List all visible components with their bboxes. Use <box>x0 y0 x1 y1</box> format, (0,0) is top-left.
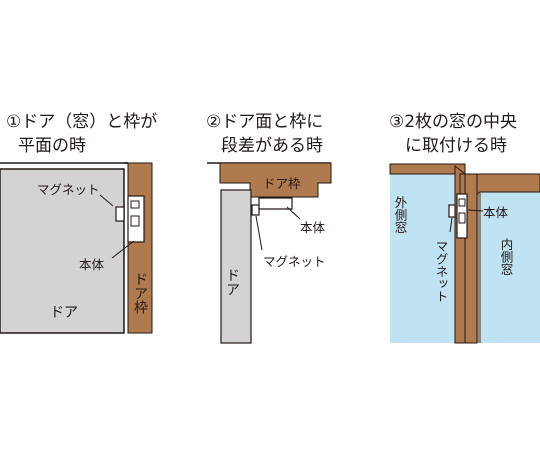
inner-window-glass <box>475 192 540 343</box>
caption-2-line-1: ②ドア面と枠に <box>206 112 323 132</box>
label-body: 本体 <box>79 257 105 272</box>
magnet <box>251 204 260 216</box>
caption-3-line-1: ③2枚の窓の中央 <box>389 112 517 132</box>
door-frame <box>127 162 153 334</box>
label-body: 本体 <box>483 205 509 220</box>
sensor-body <box>258 197 293 210</box>
caption-1-line-1: ①ドア（窓）と枠が <box>6 112 157 132</box>
door-frame <box>219 162 332 198</box>
door-panel <box>220 189 252 344</box>
outer-window-glass <box>390 172 465 343</box>
caption-3-line-2: に取付ける時 <box>405 136 507 156</box>
caption-2-line-2: 段差がある時 <box>221 136 323 156</box>
panel-two-window-mount: ③2枚の窓の中央 に取付ける時 外側窓 本体 マグネット 内側窓 <box>389 112 540 344</box>
label-magnet: マグネット <box>434 240 449 303</box>
sensor-body <box>127 195 145 243</box>
caption-1-line-2: 平面の時 <box>18 136 86 156</box>
sensor-body <box>456 193 468 239</box>
label-frame: ドア枠 <box>263 176 301 191</box>
label-outer-window: 外側窓 <box>393 196 408 234</box>
door-panel <box>0 168 125 334</box>
magnet <box>115 206 125 222</box>
label-magnet: マグネット <box>263 254 326 269</box>
label-frame: ドア枠 <box>132 272 148 314</box>
label-door: ドア <box>224 268 240 296</box>
magnet <box>448 204 456 218</box>
label-body: 本体 <box>300 220 326 235</box>
label-magnet: マグネット <box>37 182 100 197</box>
label-inner-window: 内側窓 <box>499 238 514 276</box>
panel-flat-mount: ①ドア（窓）と枠が 平面の時 マグネット 本体 ドア ドア枠 <box>0 112 157 334</box>
panel-step-mount: ②ドア面と枠に 段差がある時 ドア枠 本体 マグネット ドア <box>206 112 332 344</box>
label-door: ドア <box>50 305 78 321</box>
